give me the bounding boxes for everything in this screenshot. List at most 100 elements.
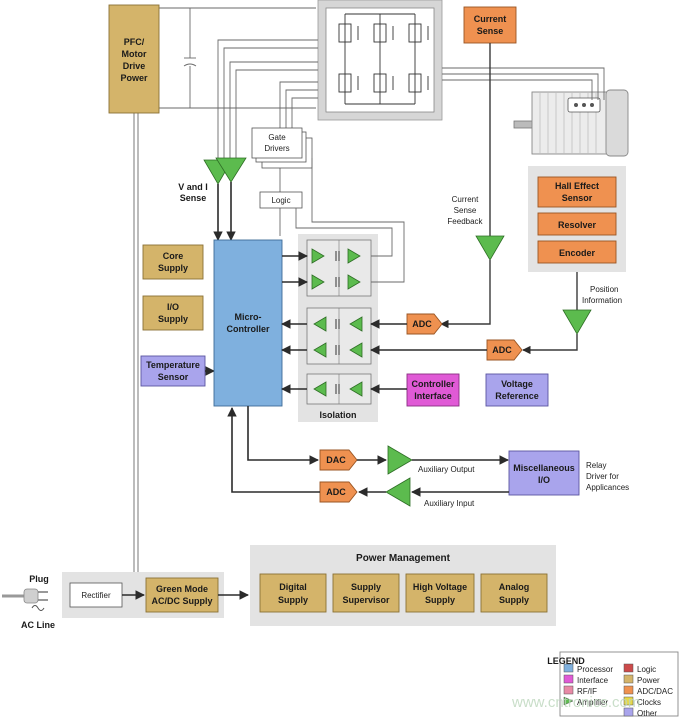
svg-text:Position: Position: [590, 285, 618, 294]
svg-text:Core: Core: [163, 251, 184, 261]
legend-item-clocks: Clocks: [623, 696, 661, 707]
svg-text:I/O: I/O: [538, 475, 550, 485]
v-i-sense-amplifiers: [203, 157, 247, 185]
v-i-sense-label: V and I Sense: [178, 182, 208, 203]
adc-aux: ADC: [319, 481, 358, 503]
svg-text:Green Mode: Green Mode: [156, 584, 208, 594]
legend-item-power: Power: [623, 674, 660, 685]
aux-output-label: Auxiliary Output: [418, 465, 475, 474]
svg-text:ADC: ADC: [492, 345, 512, 355]
dac: DAC: [319, 449, 358, 471]
isolation-panel: Isolation: [298, 234, 378, 422]
logic-block: Logic: [259, 191, 303, 209]
pfc-label-2: Motor: [122, 49, 147, 59]
svg-text:Controller: Controller: [411, 379, 454, 389]
svg-text:Feedback: Feedback: [447, 217, 483, 226]
ac-wave-icon: [31, 605, 45, 611]
plug-label: Plug: [29, 574, 49, 584]
microcontroller: Micro- Controller: [213, 239, 283, 407]
legend-item-adc-dac: ADC/DAC: [623, 685, 673, 696]
aux-output-amplifier: [387, 445, 413, 475]
mcu-buses: [281, 158, 405, 394]
pfc-motor-drive-power: PFC/ Motor Drive Power: [108, 4, 160, 114]
current-sense-label-1: Current: [474, 14, 507, 24]
svg-text:Interface: Interface: [414, 391, 452, 401]
svg-text:Digital: Digital: [279, 582, 307, 592]
svg-text:Relay: Relay: [586, 461, 606, 470]
svg-text:Applicances: Applicances: [586, 483, 629, 492]
legend-swatch: [563, 663, 574, 673]
logic-label: Logic: [271, 196, 290, 205]
svg-text:Driver for: Driver for: [586, 472, 619, 481]
current-sense: Current Sense: [463, 6, 517, 44]
legend-label: Power: [637, 676, 660, 685]
legend-item-other: Other: [623, 707, 657, 718]
voltage-reference: Voltage Reference: [485, 373, 549, 407]
legend-swatch: [623, 707, 634, 717]
legend-label: Other: [637, 709, 657, 718]
hall-effect-label-2: Sensor: [562, 193, 593, 203]
svg-text:Rectifier: Rectifier: [81, 591, 111, 600]
power-management-title: Power Management: [356, 553, 451, 564]
io-supply: I/O Supply: [142, 295, 204, 331]
position-sensor-panel: Hall Effect Sensor Resolver Encoder: [528, 166, 626, 272]
relay-driver-text: Relay Driver for Applicances: [586, 461, 629, 492]
aux-input-amplifier: [385, 477, 411, 507]
svg-text:Sense: Sense: [454, 206, 477, 215]
temperature-sensor: Temperature Sensor: [140, 355, 206, 387]
legend-label: Amplifier: [577, 698, 608, 707]
legend-label: Clocks: [637, 698, 661, 707]
pfc-label-4: Power: [120, 73, 148, 83]
adc-position: ADC: [486, 339, 523, 361]
legend-swatch: [563, 674, 574, 684]
isolator-out: [306, 239, 372, 297]
legend-swatch: [623, 696, 634, 706]
isolation-label: Isolation: [319, 410, 356, 420]
controller-interface: Controller Interface: [406, 373, 460, 407]
svg-text:Micro-: Micro-: [235, 312, 262, 322]
svg-text:I/O: I/O: [167, 302, 179, 312]
aux-input-label: Auxiliary Input: [424, 499, 475, 508]
legend-item-processor: Processor: [563, 663, 613, 674]
analog-supply: Analog Supply: [480, 573, 548, 613]
isolator-in: [306, 307, 372, 365]
svg-text:DAC: DAC: [326, 455, 346, 465]
encoder-label: Encoder: [559, 248, 596, 258]
digital-supply: Digital Supply: [259, 573, 327, 613]
svg-text:Miscellaneous: Miscellaneous: [513, 463, 575, 473]
svg-text:ADC: ADC: [412, 319, 432, 329]
gate-drivers: Gate Drivers: [251, 127, 313, 169]
motor: [513, 89, 629, 157]
legend-item-rf-if: RF/IF: [563, 685, 597, 696]
legend-label: Processor: [577, 665, 613, 674]
legend-swatch: [563, 685, 574, 695]
legend-swatch: [623, 685, 634, 695]
position-information-text: Position Information: [582, 285, 622, 305]
legend-title: LEGEND: [547, 656, 585, 666]
svg-text:ADC: ADC: [326, 487, 346, 497]
misc-io: Miscellaneous I/O: [508, 450, 580, 496]
legend-item-interface: Interface: [563, 674, 609, 685]
watermark: www.cntronics.com: [511, 694, 640, 711]
legend-label: Logic: [637, 665, 656, 674]
svg-text:Controller: Controller: [226, 324, 269, 334]
svg-text:Supply: Supply: [158, 263, 188, 273]
current-feedback-wire: [440, 260, 491, 329]
isolator-interface: [306, 373, 372, 405]
power-wiring: [133, 7, 316, 590]
rectifier: Rectifier: [69, 582, 123, 608]
svg-text:Sense: Sense: [180, 193, 207, 203]
supply-supervisor: Supply Supervisor: [332, 573, 400, 613]
motor-phase-wires: [442, 67, 605, 100]
core-supply: Core Supply: [142, 244, 204, 280]
adc-current: ADC: [406, 313, 443, 335]
resolver-label: Resolver: [558, 220, 597, 230]
power-management: Power Management Digital Supply Supply S…: [250, 545, 556, 626]
svg-text:High Voltage: High Voltage: [413, 582, 467, 592]
svg-text:Sensor: Sensor: [158, 372, 189, 382]
legend-swatch: [623, 663, 634, 673]
pfc-label-1: PFC/: [124, 37, 145, 47]
svg-text:Supply: Supply: [351, 582, 381, 592]
